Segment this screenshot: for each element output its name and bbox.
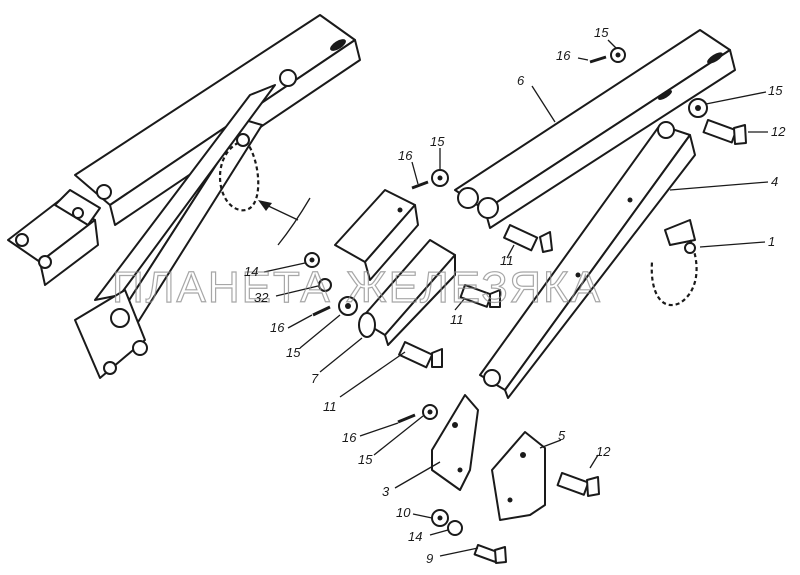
callout-3: 3	[382, 484, 390, 499]
beam-6	[454, 29, 747, 229]
callout-15: 15	[286, 345, 301, 360]
callout-14: 14	[408, 529, 422, 544]
bolt-11-c	[398, 341, 443, 369]
center-brackets	[304, 169, 553, 369]
callout-11: 11	[500, 253, 514, 268]
callout-15: 15	[768, 83, 783, 98]
callout-15: 15	[594, 25, 609, 40]
callout-16: 16	[342, 430, 357, 445]
callout-5: 5	[558, 428, 566, 443]
callout-16: 16	[270, 320, 285, 335]
callout-16: 16	[398, 148, 413, 163]
callout-12: 12	[771, 124, 786, 139]
callout-4: 4	[771, 174, 778, 189]
lower-fasteners	[397, 404, 600, 564]
callout-16: 16	[556, 48, 571, 63]
callout-11: 11	[323, 399, 337, 414]
callout-1: 1	[768, 234, 775, 249]
bolt-11-a	[503, 224, 553, 253]
callout-9: 9	[426, 551, 433, 566]
callout-12: 12	[596, 444, 611, 459]
callout-11: 11	[450, 312, 464, 327]
left-assembled-frame	[7, 14, 361, 379]
leader-lines	[263, 39, 769, 557]
callout-7: 7	[311, 371, 319, 386]
callout-15: 15	[430, 134, 445, 149]
callout-labels: 15 16 6 15 12 16 15 4 1 14 32 11 11 16 1…	[244, 25, 786, 566]
callout-10: 10	[396, 505, 411, 520]
callout-32: 32	[254, 290, 269, 305]
plate-3	[431, 394, 479, 491]
plate-5	[491, 431, 546, 521]
bolt-11-b	[459, 284, 501, 308]
chain-1	[650, 219, 698, 306]
watermark-text: ПЛАНЕТА ЖЕЛЕЗЯКА	[112, 263, 602, 312]
callout-14: 14	[244, 264, 258, 279]
callout-15: 15	[358, 452, 373, 467]
strut-4	[479, 121, 696, 399]
callout-6: 6	[517, 73, 525, 88]
